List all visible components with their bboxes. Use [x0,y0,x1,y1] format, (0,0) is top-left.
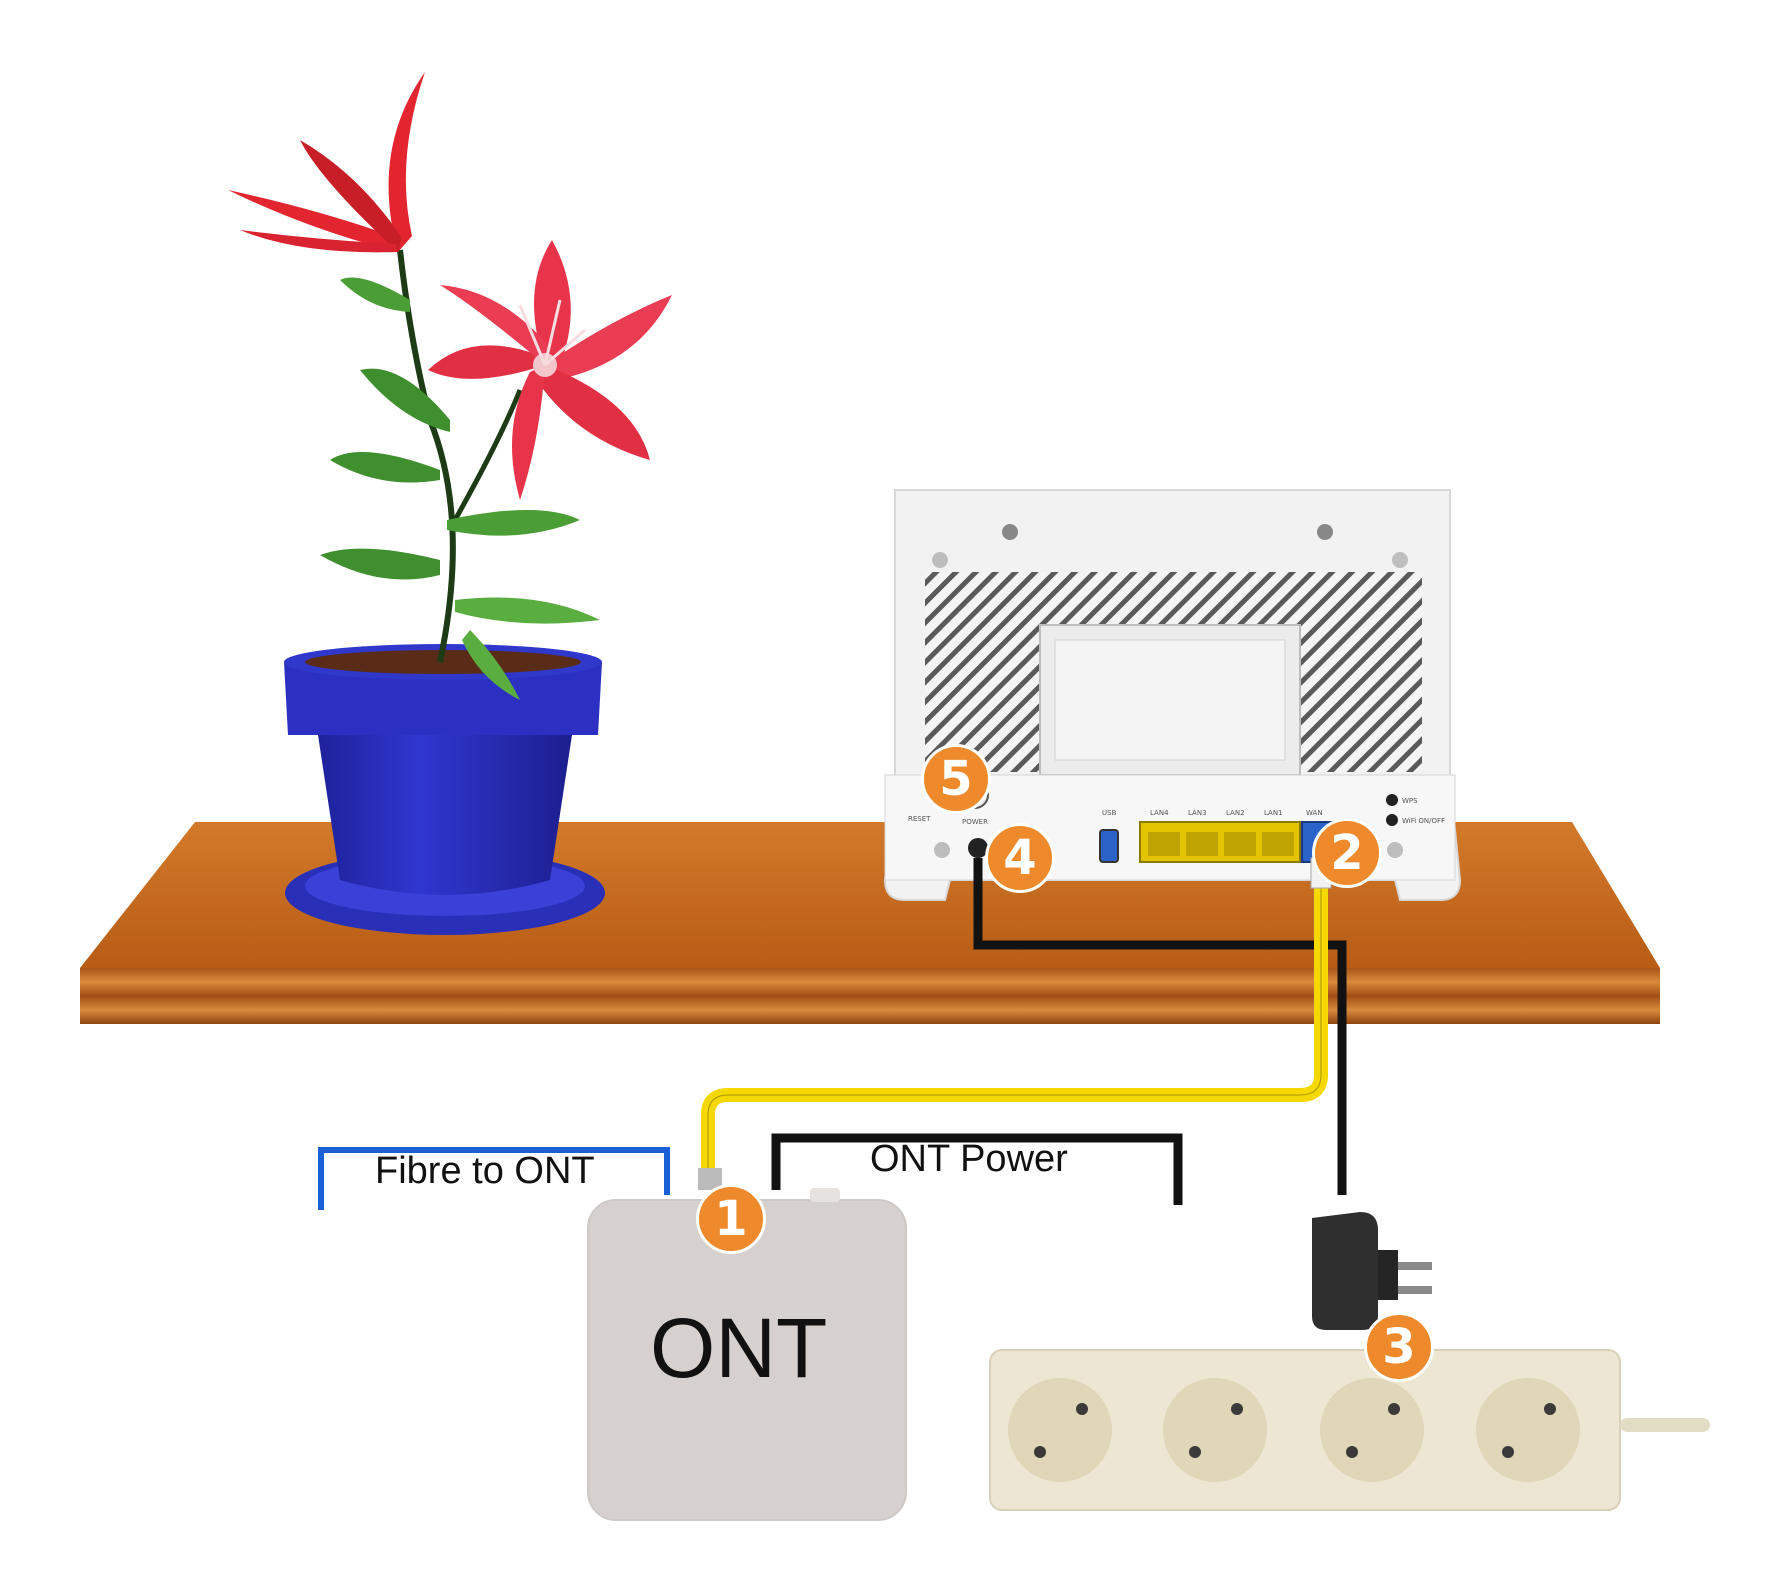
step-badge-5: 5 [921,744,991,814]
port-label-wps: WPS [1402,797,1418,805]
port-label-wan: WAN [1306,809,1323,817]
step-badge-2: 2 [1312,818,1382,888]
port-label-lan3: LAN3 [1188,809,1207,817]
lily-flower [428,240,672,500]
flower-pot-icon [228,72,672,935]
ont-power-label: ONT Power [870,1138,1068,1181]
port-label-lan1: LAN1 [1264,809,1283,817]
step-badge-4: 4 [985,823,1055,893]
ont-device-label: ONT [650,1300,827,1397]
power-adapter-icon [1312,1212,1432,1330]
port-label-power: POWER [962,818,988,826]
port-label-lan2: LAN2 [1226,809,1245,817]
port-label-usb: USB [1102,809,1117,817]
fibre-label: Fibre to ONT [375,1150,595,1193]
port-label-lan4: LAN4 [1150,809,1169,817]
step-badge-3: 3 [1364,1312,1434,1382]
step-badge-1: 1 [696,1184,766,1254]
power-strip-icon [990,1350,1710,1510]
port-label-reset: RESET [908,815,931,823]
port-label-wifi: WiFi ON/OFF [1402,817,1445,825]
